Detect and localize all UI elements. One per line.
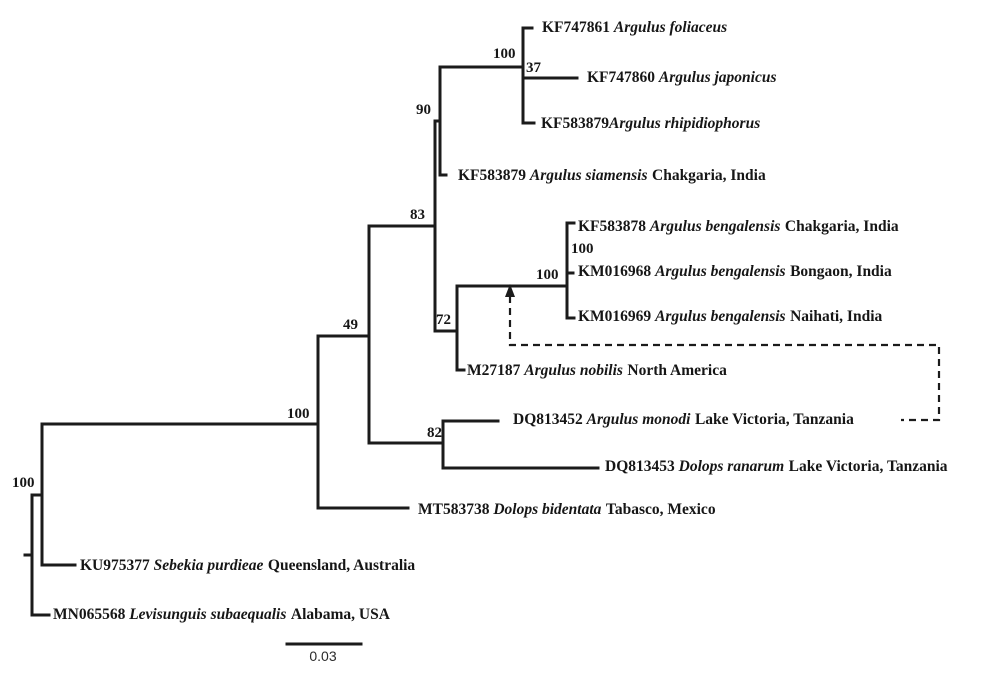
branch-ingroup-node [316,334,410,510]
bootstrap-value-top-clade: 100 [493,46,516,62]
branch-node-90 [433,65,525,177]
branch-outgroup-node [40,422,320,567]
dashed-arrow-path [508,296,941,422]
branch-top-clade-100 [521,26,579,125]
taxon-label-japonicus: KF747860 Argulus japonicus [587,69,777,86]
scale-bar-label: 0.03 [309,648,337,664]
branch-node-72 [455,284,569,372]
taxon-label-rhipidiophorus: KF583879Argulus rhipidiophorus [541,115,761,132]
bootstrap-value-82: 82 [427,425,442,441]
bootstrap-value-90: 90 [416,102,431,118]
bootstrap-value-72: 72 [436,312,451,328]
bootstrap-value-root: 100 [12,475,35,491]
branch-node-82 [441,419,600,470]
taxon-label-foliaceus: KF747861 Argulus foliaceus [542,19,728,36]
branch-root [23,493,51,617]
dashed-arrow-head [505,284,515,297]
bootstrap-value-49: 49 [343,317,358,333]
bootstrap-value-bengalensis-inner: 100 [571,241,594,257]
bootstrap-value-ingroup: 100 [287,406,310,422]
bootstrap-value-bengalensis-outer: 100 [536,267,559,283]
branch-bengalensis-clade [565,221,576,320]
bootstrap-value-83: 83 [410,207,425,223]
branch-node-49 [367,224,445,445]
branch-node-83 [433,119,459,333]
bootstrap-value-37: 37 [526,60,541,76]
